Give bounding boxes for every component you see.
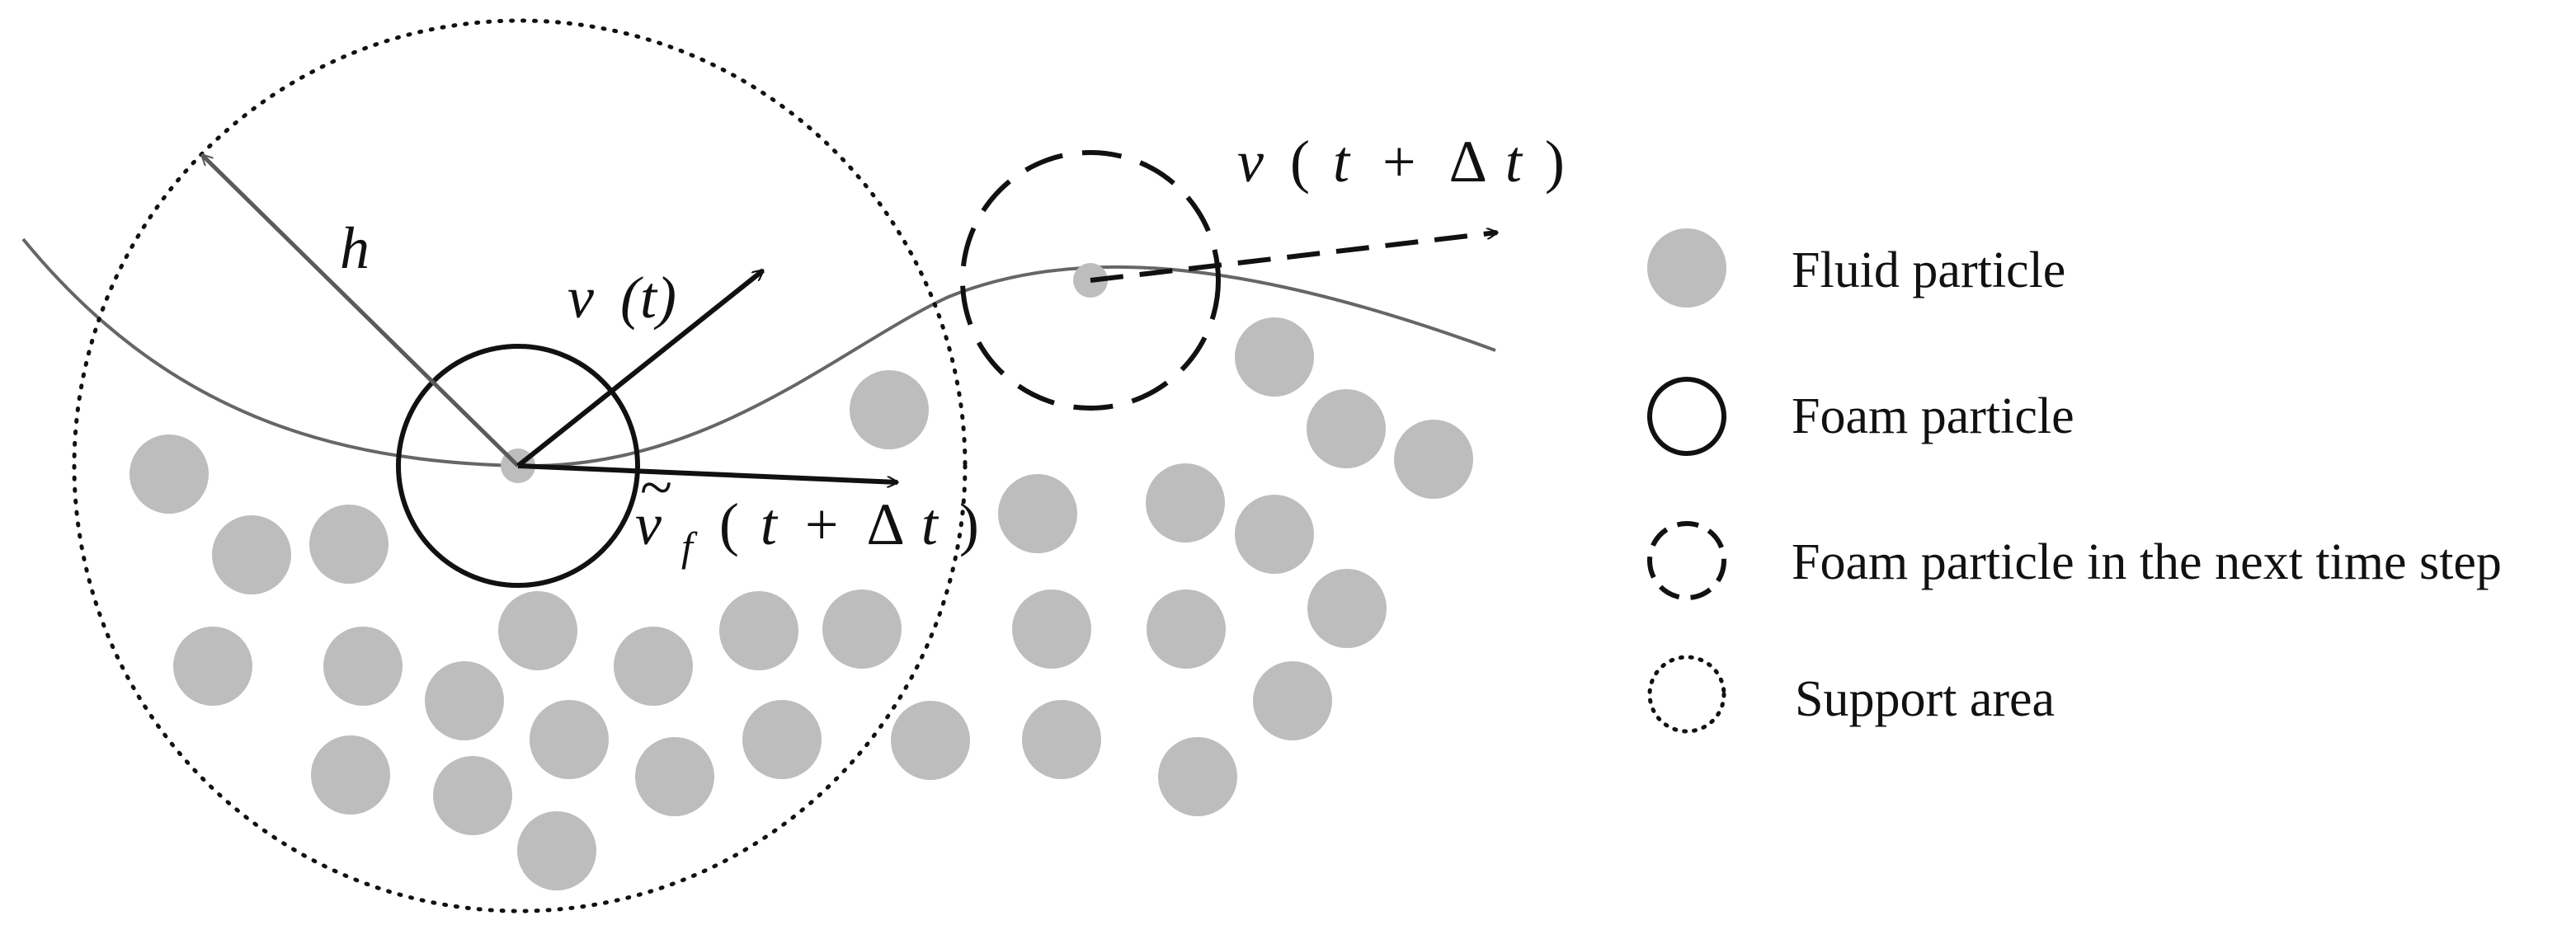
fluid-particle	[212, 515, 291, 594]
fluid-particle	[1146, 463, 1225, 542]
legend-label-foam-particle: Foam particle	[1792, 388, 2074, 444]
foam-velocity-tilde: ~	[640, 454, 672, 520]
foam-velocity-label: v f ( t + Δ t )	[635, 491, 979, 574]
fluid-particle	[311, 735, 390, 815]
fluid-particle	[517, 811, 596, 890]
fluid-particle	[998, 474, 1077, 553]
next-step-foam-particle-circle	[960, 150, 1221, 411]
fluid-particle	[530, 700, 609, 779]
fluid-particle	[1147, 589, 1226, 669]
fluid-particle	[1394, 420, 1473, 499]
fluid-particle	[309, 505, 389, 584]
legend: Fluid particle Foam particle Foam partic…	[1647, 228, 2502, 734]
fluid-particle	[635, 737, 714, 816]
fluid-particles	[130, 317, 1473, 890]
fluid-particle	[822, 589, 902, 669]
velocity-arrow	[516, 268, 763, 468]
legend-label-support-area: Support area	[1795, 671, 2055, 727]
foam-velocity-arrow	[517, 463, 897, 482]
legend-label-fluid-particle: Fluid particle	[1792, 242, 2065, 298]
fluid-particle	[1235, 317, 1314, 397]
fluid-particle	[498, 591, 577, 670]
fluid-particle	[1022, 700, 1101, 779]
fluid-particle	[742, 700, 822, 779]
legend-label-next-step-foam-particle: Foam particle in the next time step	[1792, 534, 2502, 590]
next-step-foam-particle-icon	[1647, 521, 1726, 600]
fluid-particle	[1307, 569, 1387, 648]
fluid-particle	[425, 661, 504, 740]
fluid-particle	[719, 591, 798, 670]
support-area-icon	[1647, 655, 1726, 734]
fluid-particle	[1158, 737, 1237, 816]
fluid-particle	[1307, 389, 1386, 468]
foam-particle-circle	[396, 344, 640, 588]
foam-particle-icon	[1647, 377, 1726, 456]
velocity-label: v (t)	[567, 265, 676, 331]
fluid-particle	[1235, 495, 1314, 574]
fluid-particle	[323, 627, 403, 706]
radius-arrow	[202, 155, 520, 467]
fluid-particle	[173, 627, 252, 706]
next-velocity-label: v ( t + Δ t )	[1237, 129, 1565, 195]
free-surface-curve	[21, 237, 1496, 468]
fluid-particle	[433, 756, 512, 835]
next-velocity-arrow	[1090, 233, 1497, 283]
fluid-particle	[891, 701, 970, 780]
fluid-particle	[850, 370, 929, 449]
fluid-particle	[1012, 589, 1091, 669]
fluid-particle-icon	[1647, 228, 1726, 308]
fluid-particle	[1253, 661, 1332, 740]
radius-label: h	[340, 215, 370, 281]
support-area-circle	[72, 18, 968, 914]
fluid-particle	[130, 434, 209, 514]
fluid-particle	[614, 627, 693, 706]
